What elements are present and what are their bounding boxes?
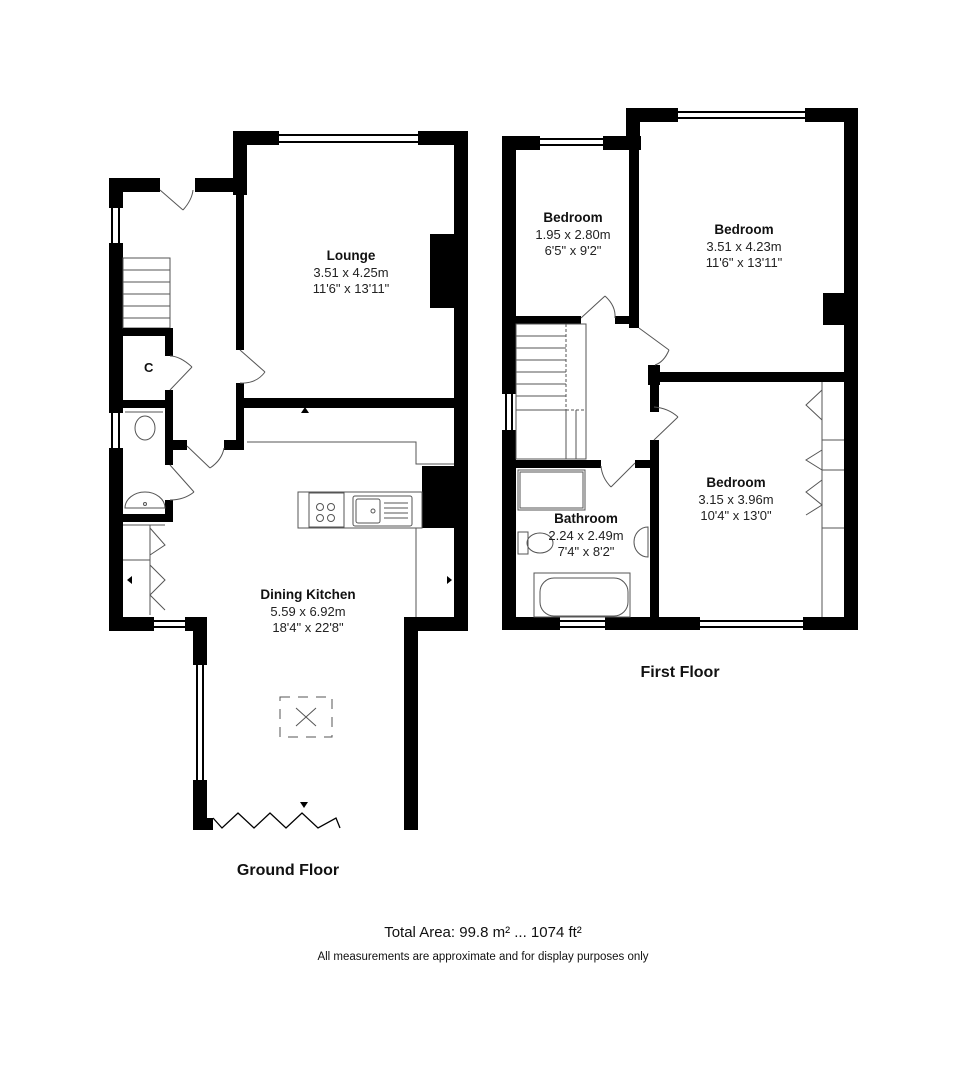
room-name: Bedroom	[543, 210, 603, 225]
room-label-bedroom-main: Bedroom 3.51 x 4.23m 11'6" x 13'11"	[706, 222, 783, 271]
cupboard-label: C	[144, 360, 154, 375]
room-label-bedroom-third: Bedroom 3.15 x 3.96m 10'4" x 13'0"	[698, 475, 773, 524]
ground-floor-fixtures	[123, 189, 454, 829]
room-label-dining-kitchen: Dining Kitchen 5.59 x 6.92m 18'4" x 22'8…	[260, 587, 355, 636]
room-label-bedroom-small: Bedroom 1.95 x 2.80m 6'5" x 9'2"	[535, 210, 610, 259]
ground-floor-arrows	[127, 407, 452, 808]
room-metric: 3.51 x 4.25m	[313, 264, 389, 280]
room-name: Lounge	[326, 248, 376, 263]
room-imperial: 11'6" x 13'11"	[312, 281, 390, 297]
room-imperial: 11'6" x 13'11"	[705, 255, 783, 271]
floor-title-ground: Ground Floor	[236, 862, 340, 879]
room-name: Dining Kitchen	[260, 587, 356, 602]
ground-floor-plan	[109, 131, 468, 830]
room-label-bathroom: Bathroom 2.24 x 2.49m 7'4" x 8'2"	[548, 511, 623, 560]
room-metric: 2.24 x 2.49m	[548, 527, 624, 543]
floor-title-first: First Floor	[640, 664, 720, 681]
total-area: Total Area: 99.8 m² ... 1074 ft²	[384, 924, 582, 941]
room-metric: 5.59 x 6.92m	[270, 603, 346, 619]
room-label-lounge: Lounge 3.51 x 4.25m 11'6" x 13'11"	[313, 248, 390, 297]
first-floor-fixtures	[515, 295, 844, 618]
room-name: Bathroom	[554, 511, 618, 526]
room-metric: 1.95 x 2.80m	[535, 226, 611, 242]
disclaimer: All measurements are approximate and for…	[317, 951, 649, 963]
room-imperial: 7'4" x 8'2"	[557, 544, 615, 560]
room-name: Bedroom	[714, 222, 774, 237]
room-name: Bedroom	[706, 475, 766, 490]
room-metric: 3.15 x 3.96m	[698, 491, 774, 507]
room-imperial: 6'5" x 9'2"	[544, 243, 602, 259]
room-metric: 3.51 x 4.23m	[706, 238, 782, 254]
room-imperial: 18'4" x 22'8"	[272, 620, 344, 636]
room-imperial: 10'4" x 13'0"	[700, 508, 772, 524]
first-floor-plan	[502, 108, 858, 630]
